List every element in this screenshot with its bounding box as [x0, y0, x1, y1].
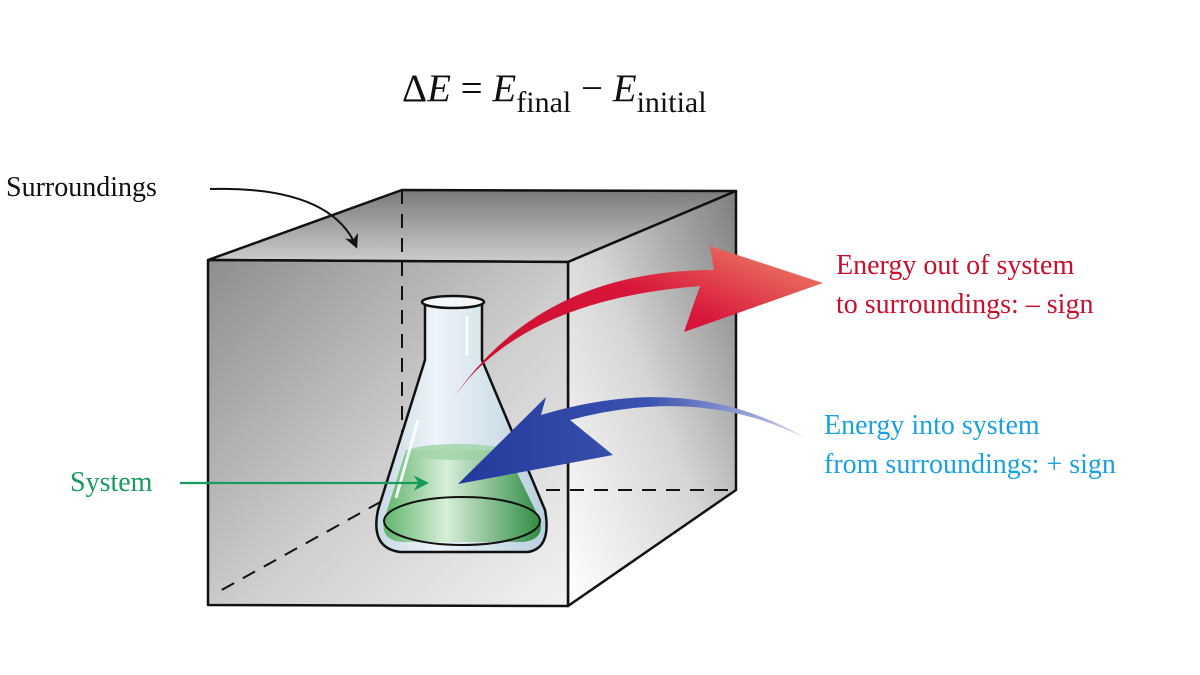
term1-subscript: final — [516, 86, 572, 119]
energy-out-line2: to surroundings: – sign — [836, 289, 1094, 320]
term1-variable: E — [492, 67, 517, 110]
system-label: System — [70, 467, 153, 498]
term2-subscript: initial — [636, 86, 707, 119]
flask-bottom — [383, 496, 541, 546]
energy-in-arrow — [458, 397, 805, 484]
liquid-surface — [406, 444, 510, 460]
energy-change-equation: ΔE = Efinal − Einitial — [402, 66, 707, 120]
delta-symbol: Δ — [402, 67, 428, 110]
energy-out-label: Energy out of system to surroundings: – … — [836, 246, 1093, 324]
energy-in-line1: Energy into system — [824, 410, 1040, 441]
term2-variable: E — [612, 67, 637, 110]
energy-in-label: Energy into system from surroundings: + … — [824, 406, 1116, 484]
surroundings-pointer-arrow — [209, 187, 358, 249]
energy-in-line2: from surroundings: + sign — [824, 449, 1116, 480]
lhs-variable: E — [427, 67, 451, 110]
flask-rim — [420, 294, 486, 310]
energy-out-arrow — [452, 246, 823, 400]
surroundings-label: Surroundings — [6, 172, 157, 203]
energy-out-line1: Energy out of system — [836, 250, 1075, 281]
equals-sign: = — [450, 67, 493, 110]
minus-sign: − — [571, 67, 613, 110]
